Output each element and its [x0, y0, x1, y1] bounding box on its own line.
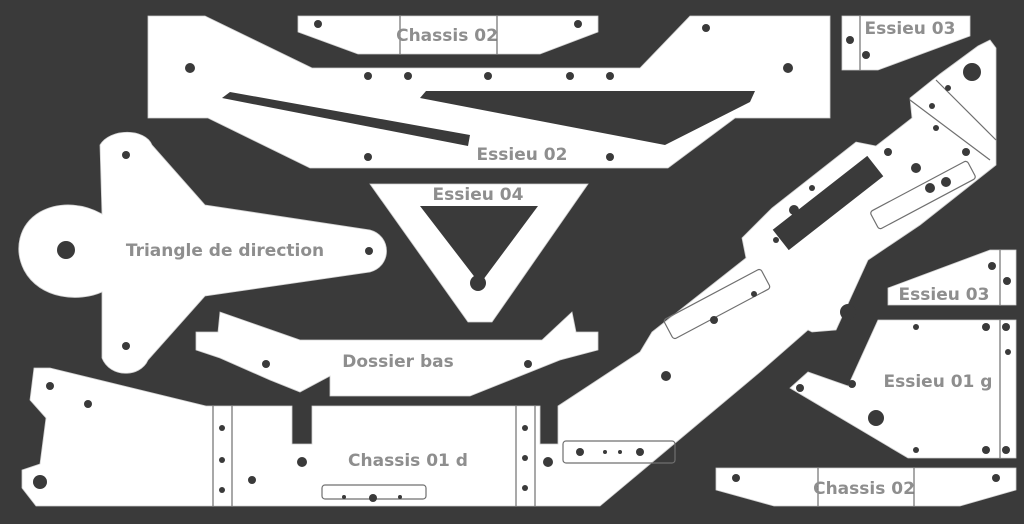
label-triangle-de-direction: Triangle de direction [126, 241, 324, 261]
label-essieu-01-g: Essieu 01 g [884, 372, 993, 392]
part-triangle-de-direction: Triangle de direction [18, 132, 387, 374]
part-essieu-03-right: Essieu 03 [887, 249, 1017, 306]
part-chassis-02-top: Chassis 02 [297, 15, 599, 55]
label-chassis-02-bottom: Chassis 02 [813, 479, 915, 499]
part-dossier-bas: Dossier bas [195, 311, 599, 397]
label-chassis-01-d: Chassis 01 d [348, 451, 468, 471]
part-chassis-02-bottom: Chassis 02 [715, 467, 1017, 507]
label-essieu-03-right: Essieu 03 [899, 285, 990, 305]
part-chassis-01-d: Chassis 01 d [21, 39, 997, 507]
part-essieu-01-g: Essieu 01 g [789, 319, 1017, 459]
label-chassis-02-top: Chassis 02 [396, 26, 498, 46]
label-essieu-03-top: Essieu 03 [865, 19, 956, 39]
part-essieu-02: Essieu 02 [147, 15, 831, 169]
label-essieu-02: Essieu 02 [477, 145, 568, 165]
part-essieu-04: Essieu 04 [369, 183, 589, 323]
label-dossier-bas: Dossier bas [342, 352, 453, 372]
part-essieu-03-top: Essieu 03 [841, 15, 971, 71]
label-essieu-04: Essieu 04 [433, 185, 524, 205]
